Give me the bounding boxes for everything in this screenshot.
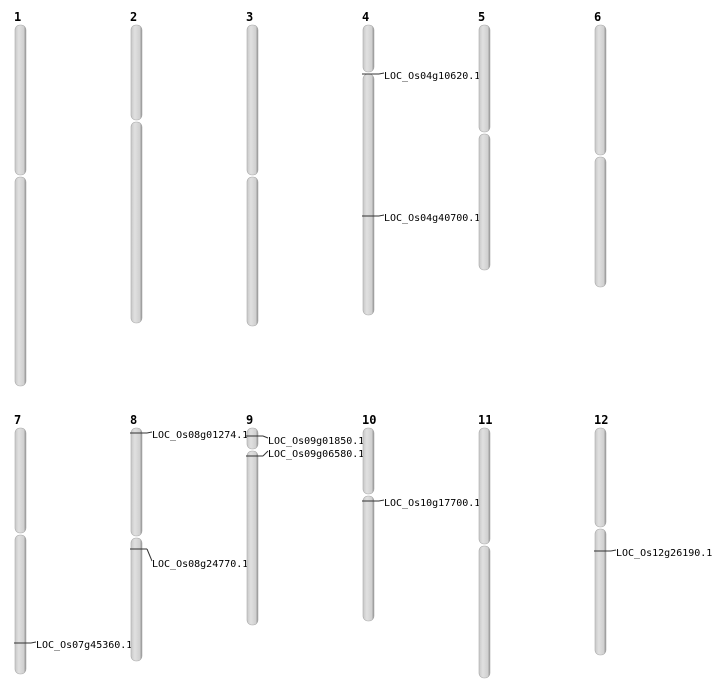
chromosome-11: 11	[478, 413, 492, 679]
chromosome-long-arm	[246, 176, 259, 327]
chromosome-long-arm	[130, 537, 143, 662]
gene-label: LOC_Os04g10620.1	[384, 71, 480, 82]
chromosome-2: 2	[130, 10, 143, 324]
gene-marker: LOC_Os04g40700.1	[362, 213, 480, 224]
chromosome-number: 10	[362, 413, 376, 427]
gene-marker-connector	[378, 214, 385, 217]
chromosome-long-arm	[14, 534, 27, 675]
gene-marker-connector	[146, 548, 153, 562]
chromosome-short-arm	[594, 427, 607, 528]
chromosome-long-arm	[594, 528, 607, 656]
chromosome-short-arm	[14, 24, 27, 176]
chromosome-short-arm	[362, 427, 375, 495]
chromosome-number: 8	[130, 413, 137, 427]
gene-marker: LOC_Os07g45360.1	[14, 640, 132, 651]
chromosome-short-arm	[594, 24, 607, 156]
gene-marker: LOC_Os09g01850.1	[246, 435, 364, 447]
chromosome-number: 12	[594, 413, 608, 427]
gene-marker-connector	[262, 450, 269, 457]
chromosome-number: 5	[478, 10, 485, 24]
chromosome-long-arm	[14, 176, 27, 387]
chromosome-short-arm	[14, 427, 27, 534]
chromosome-long-arm	[362, 495, 375, 622]
chromosome-short-arm	[246, 24, 259, 176]
chromosome-5: 5	[478, 10, 491, 271]
chromosome-short-arm	[130, 24, 143, 121]
chromosome-short-arm	[478, 24, 491, 133]
chromosome-1: 1	[14, 10, 27, 387]
gene-label: LOC_Os12g26190.1	[616, 548, 712, 559]
chromosome-long-arm	[478, 545, 491, 679]
chromosome-number: 7	[14, 413, 21, 427]
chromosome-long-arm	[130, 121, 143, 324]
chromosome-number: 6	[594, 10, 601, 24]
gene-label: LOC_Os10g17700.1	[384, 498, 480, 509]
chromosome-6: 6	[594, 10, 607, 288]
gene-label: LOC_Os07g45360.1	[36, 640, 132, 651]
gene-marker-connector	[146, 431, 153, 434]
gene-marker: LOC_Os08g24770.1	[130, 548, 248, 570]
gene-label: LOC_Os04g40700.1	[384, 213, 480, 224]
chromosome-short-arm	[130, 427, 143, 537]
chromosome-number: 3	[246, 10, 253, 24]
gene-marker-connector	[610, 549, 617, 552]
chromosome-3: 3	[246, 10, 259, 327]
gene-marker: LOC_Os09g06580.1	[246, 449, 364, 460]
gene-marker-connector	[378, 72, 385, 75]
gene-marker: LOC_Os08g01274.1	[130, 430, 248, 441]
gene-label: LOC_Os09g06580.1	[268, 449, 364, 460]
gene-marker: LOC_Os10g17700.1	[362, 498, 480, 509]
chromosome-number: 9	[246, 413, 253, 427]
gene-label: LOC_Os09g01850.1	[268, 436, 364, 447]
gene-marker-connector	[30, 641, 37, 644]
chromosome-long-arm	[246, 450, 259, 626]
gene-marker-connector	[262, 435, 269, 439]
chromosome-number: 1	[14, 10, 21, 24]
chromosome-long-arm	[478, 133, 491, 271]
gene-marker: LOC_Os12g26190.1	[594, 548, 712, 559]
chromosome-long-arm	[594, 156, 607, 288]
chromosome-short-arm	[246, 427, 259, 450]
chromosome-number: 4	[362, 10, 369, 24]
gene-marker-connector	[378, 499, 385, 502]
chromosome-long-arm	[362, 73, 375, 316]
chromosome-number: 2	[130, 10, 137, 24]
chromosome-short-arm	[362, 24, 375, 73]
chromosome-short-arm	[478, 427, 491, 545]
gene-label: LOC_Os08g01274.1	[152, 430, 248, 441]
chromosome-number: 11	[478, 413, 492, 427]
gene-label: LOC_Os08g24770.1	[152, 559, 248, 570]
gene-marker: LOC_Os04g10620.1	[362, 71, 480, 82]
